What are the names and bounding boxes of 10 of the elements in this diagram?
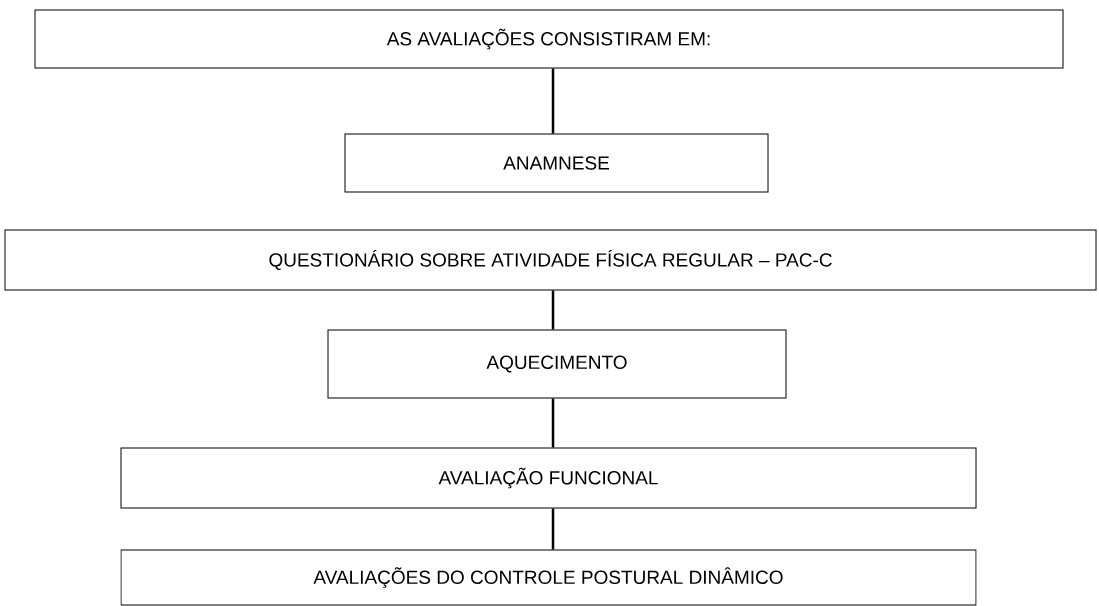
connector-line <box>551 398 555 448</box>
connector-line <box>551 68 555 134</box>
step-box: QUESTIONÁRIO SOBRE ATIVIDADE FÍSICA REGULAR – PAC-C <box>4 229 1097 291</box>
step-box: AVALIAÇÕES DO CONTROLE POSTURAL DINÂMICO <box>120 549 977 606</box>
connector-line <box>551 290 555 330</box>
step-box: AS AVALIAÇÕES CONSISTIRAM EM: <box>34 9 1064 69</box>
step-box: ANAMNESE <box>344 133 769 193</box>
step-box: AQUECIMENTO <box>327 329 787 399</box>
step-box: AVALIAÇÃO FUNCIONAL <box>120 447 977 509</box>
connector-line <box>551 508 555 550</box>
